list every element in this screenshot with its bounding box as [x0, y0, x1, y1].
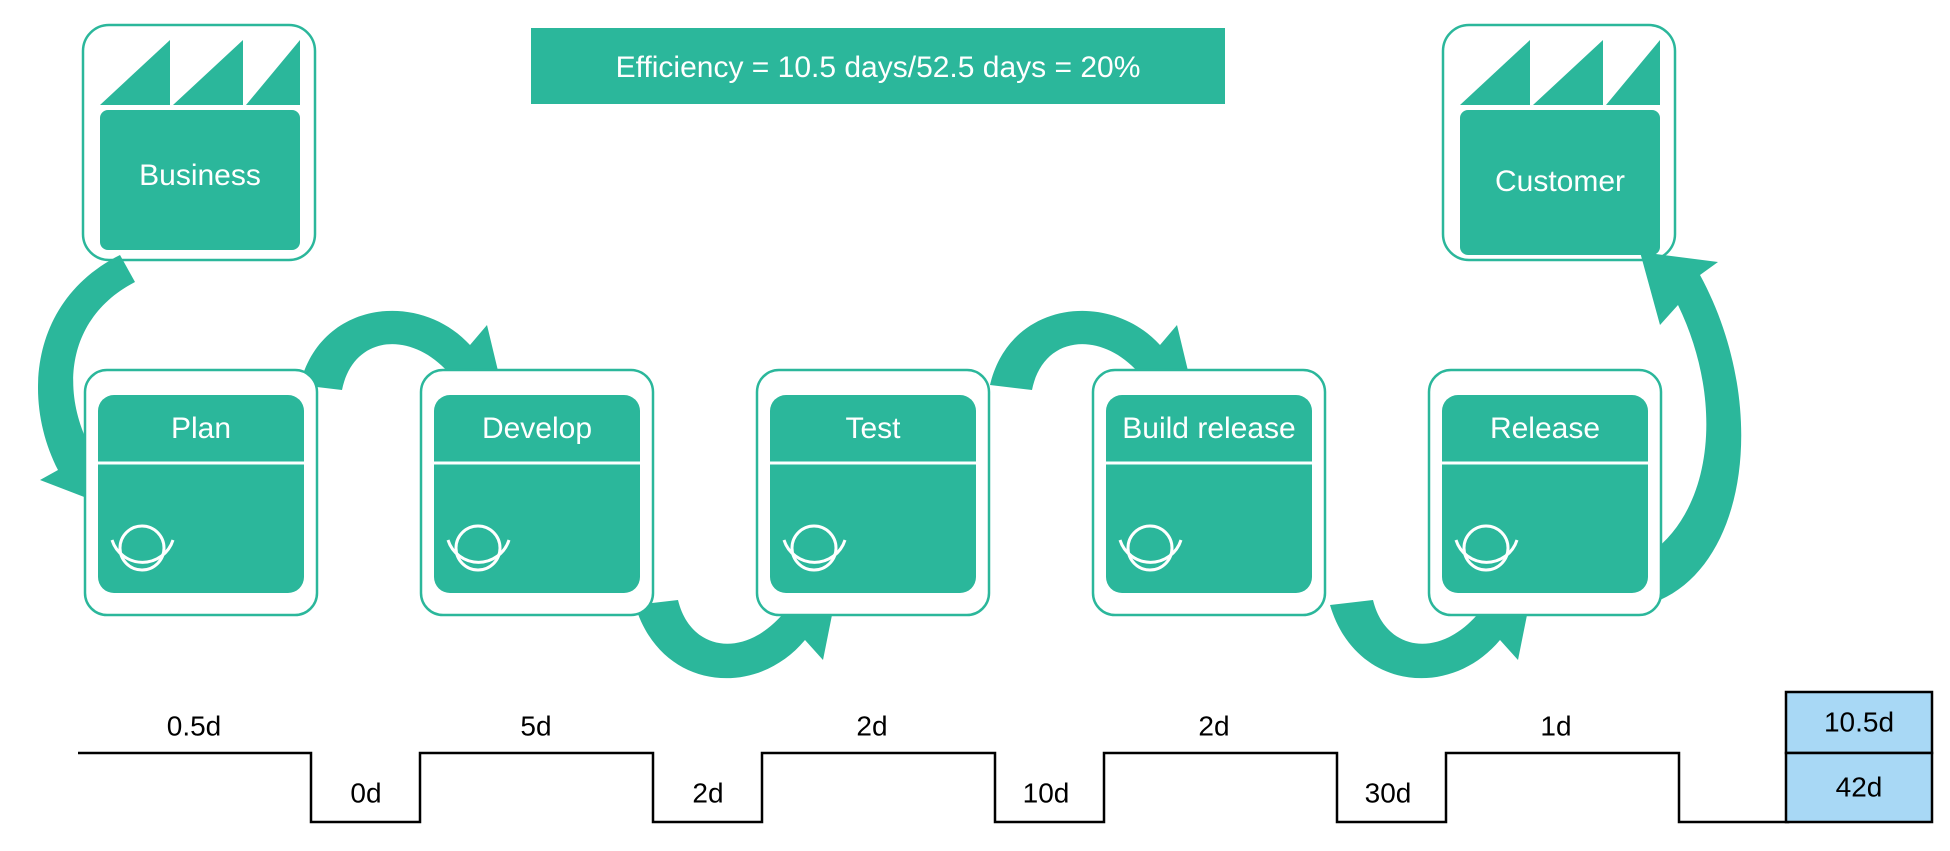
operator-icon [782, 524, 847, 572]
summary-totals-box[interactable]: 10.5d 42d [1784, 690, 1934, 824]
business-body [100, 110, 300, 250]
node-release[interactable]: Release [1427, 368, 1663, 617]
arrow-business-to-plan [37, 255, 135, 510]
process-time-label-2: 2d [856, 710, 887, 741]
timeline-waveform [78, 751, 1860, 824]
business-label: Business [139, 159, 261, 192]
wait-time-label-0: 0d [350, 777, 381, 808]
node-business[interactable]: Business [81, 23, 317, 262]
release-label: Release [1490, 412, 1600, 445]
node-customer[interactable]: Customer [1441, 23, 1677, 262]
node-develop[interactable]: Develop [419, 368, 655, 617]
wait-time-label-1: 2d [692, 777, 723, 808]
wait-time-label-2: 10d [1023, 777, 1070, 808]
operator-icon [110, 524, 175, 572]
total-process-time-value: 10.5d [1824, 706, 1894, 737]
efficiency-banner-text: Efficiency = 10.5 days/52.5 days = 20% [616, 51, 1141, 84]
test-label: Test [845, 412, 901, 445]
build-release-label: Build release [1122, 412, 1295, 445]
node-plan[interactable]: Plan [83, 368, 319, 617]
operator-icon [446, 524, 511, 572]
node-test[interactable]: Test [755, 368, 991, 617]
operator-icon [1118, 524, 1183, 572]
build-release-body [1106, 395, 1312, 593]
develop-label: Develop [482, 412, 592, 445]
total-wait-time-value: 42d [1836, 771, 1883, 802]
customer-label: Customer [1495, 165, 1625, 198]
process-time-label-4: 1d [1540, 710, 1571, 741]
total-wait-time-cell [1784, 751, 1934, 824]
factory-icon [100, 40, 300, 105]
arrow-release-to-customer [1640, 252, 1742, 600]
release-body [1442, 395, 1648, 593]
plan-label: Plan [171, 412, 231, 445]
operator-icon [1454, 524, 1519, 572]
process-time-label-1: 5d [520, 710, 551, 741]
factory-icon [1460, 40, 1660, 105]
process-time-label-3: 2d [1198, 710, 1229, 741]
efficiency-banner: Efficiency = 10.5 days/52.5 days = 20% [531, 28, 1225, 104]
develop-body [434, 395, 640, 593]
process-time-label-0: 0.5d [167, 710, 222, 741]
timeline-ladder: 0.5d 5d 2d 2d 1d 0d 2d 10d 30d [78, 710, 1860, 824]
plan-body [98, 395, 304, 593]
test-body [770, 395, 976, 593]
efficiency-banner-background [531, 28, 1225, 104]
total-process-time-cell [1784, 690, 1934, 755]
node-build-release[interactable]: Build release [1091, 368, 1327, 617]
customer-body [1460, 110, 1660, 255]
wait-time-label-3: 30d [1365, 777, 1412, 808]
